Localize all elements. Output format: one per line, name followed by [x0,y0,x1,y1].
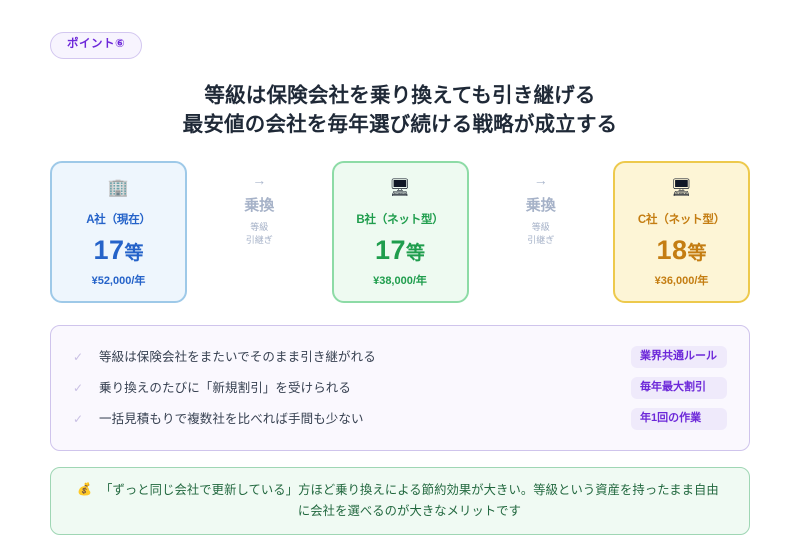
page-title: 等級は保険会社を乗り換えても引き継げる 最安値の会社を毎年選び続ける戦略が成立す… [50,81,750,139]
check-icon: ✓ [73,412,84,427]
summary-note-text: 「ずっと同じ会社で更新している」方ほど乗り換えによる節約効果が大きい。等級という… [100,483,719,518]
company-card-b-name: B社（ネット型） [356,213,444,226]
company-card-b-grade-unit: 等 [406,243,426,265]
list-item-text: 等級は保険会社をまたいでそのまま引き継がれる [99,349,376,364]
transfer-connector-1-label: 乗換 [244,196,275,214]
transfer-connector-2-sub-2: 引継ぎ [527,234,555,245]
transfer-connector-2-label: 乗換 [525,196,556,214]
monitor-icon: 🖥 [670,177,693,197]
company-card-b: 🖥 B社（ネット型） 17等 ¥38,000/年 [331,160,469,304]
summary-note: 💰 「ずっと同じ会社で更新している」方ほど乗り換えによる節約効果が大きい。等級と… [50,467,750,535]
list-item-text: 乗り換えのたびに「新規割引」を受けられる [99,380,352,395]
list-item: ✓ 一括見積もりで複数社を比べれば手間も少ない 年1回の作業 [73,405,727,433]
check-icon: ✓ [73,381,84,396]
money-bag-icon: 💰 [77,482,92,497]
list-item-badge: 業界共通ルール [631,346,727,369]
transfer-connector-2: → 乗換 等級 引継ぎ [488,161,594,304]
page-title-line-1: 等級は保険会社を乗り換えても引き継げる [204,83,596,107]
list-item-badge: 年1回の作業 [631,408,727,431]
arrow-right-icon: → [252,171,267,188]
company-card-a-grade-number: 17 [93,235,125,266]
company-card-c-price: ¥36,000/年 [654,275,709,288]
company-card-c-name: C社（ネット型） [637,213,726,226]
company-flow: 🏢 A社（現在） 17等 ¥52,000/年 → 乗換 等級 引継ぎ 🖥 B社（… [50,160,750,304]
transfer-connector-1-sub-1: 等級 [250,221,269,232]
page-title-line-2: 最安値の会社を毎年選び続ける戦略が成立する [182,112,618,136]
company-card-b-price: ¥38,000/年 [373,275,427,288]
benefits-panel: ✓ 等級は保険会社をまたいでそのまま引き継がれる 業界共通ルール ✓ 乗り換えの… [50,325,750,452]
company-card-a-grade: 17等 [93,237,143,264]
check-icon: ✓ [73,350,84,365]
company-card-b-grade: 17等 [375,237,425,264]
company-card-c: 🖥 C社（ネット型） 18等 ¥36,000/年 [613,160,750,304]
company-card-c-grade-number: 18 [656,235,688,266]
monitor-icon: 🖥 [389,177,411,197]
company-card-c-grade-unit: 等 [687,243,707,265]
transfer-connector-1-sub-2: 引継ぎ [245,234,273,245]
point-badge: ポイント⑥ [50,32,143,59]
list-item: ✓ 乗り換えのたびに「新規割引」を受けられる 毎年最大割引 [73,374,727,402]
list-item: ✓ 等級は保険会社をまたいでそのまま引き継がれる 業界共通ルール [73,343,727,371]
company-card-a: 🏢 A社（現在） 17等 ¥52,000/年 [50,160,187,304]
company-card-b-grade-number: 17 [374,235,407,266]
transfer-connector-2-sub-1: 等級 [531,221,550,232]
list-item-badge: 毎年最大割引 [631,377,727,400]
company-card-c-grade: 18等 [656,237,706,264]
company-card-a-name: A社（現在） [86,213,151,226]
transfer-connector-1: → 乗換 等級 引継ぎ [206,161,312,304]
company-card-a-grade-unit: 等 [124,243,144,265]
company-card-a-price: ¥52,000/年 [91,275,146,288]
list-item-text: 一括見積もりで複数社を比べれば手間も少ない [99,411,364,426]
badge-row: ポイント⑥ [50,0,750,59]
arrow-right-icon: → [533,171,548,188]
building-icon: 🏢 [107,177,130,197]
